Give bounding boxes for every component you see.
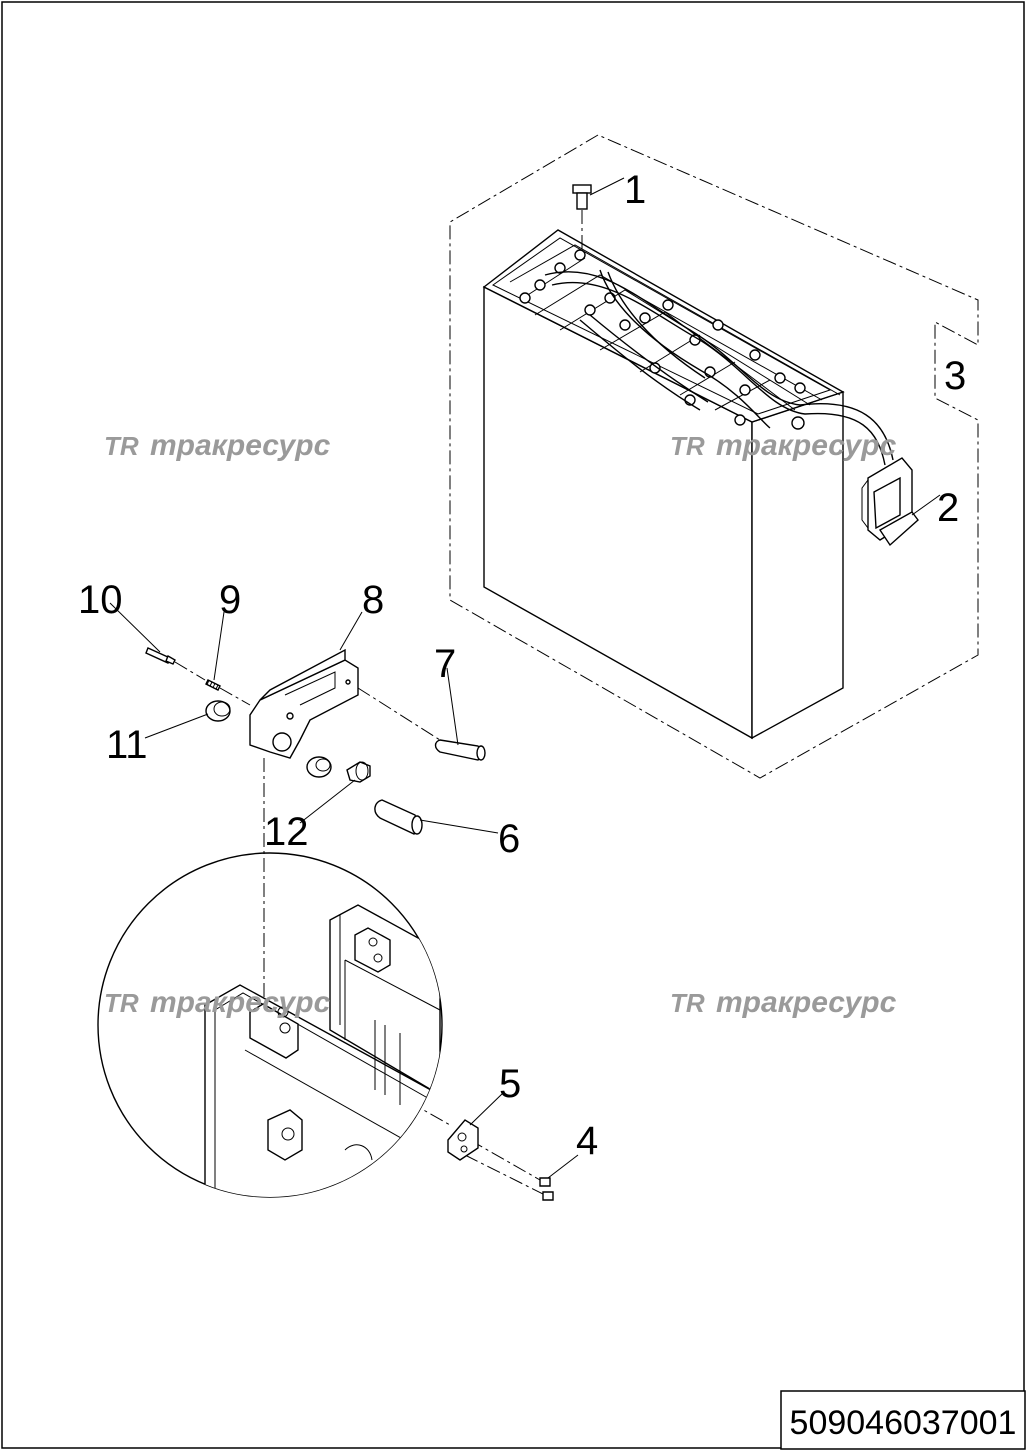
document-number: 509046037001 xyxy=(790,1404,1017,1442)
callout-7: 7 xyxy=(434,642,456,686)
battery-top xyxy=(482,229,845,423)
watermark-text: тракресурс xyxy=(150,986,331,1019)
callout-9: 9 xyxy=(219,578,241,622)
battery-connector xyxy=(861,457,919,547)
bolt-part-1 xyxy=(572,184,592,250)
callout-1: 1 xyxy=(624,168,646,212)
watermark: TR тракресурс xyxy=(670,986,897,1019)
plate-part-5 xyxy=(447,1119,479,1161)
pin-part-7 xyxy=(434,739,486,761)
spring-part-9 xyxy=(205,679,221,691)
battery-assembly xyxy=(449,134,979,779)
callout-8: 8 xyxy=(362,578,384,622)
leader-lines xyxy=(109,177,941,1179)
watermark-logo: TR xyxy=(104,988,139,1018)
detail-view xyxy=(97,852,443,1198)
callout-5: 5 xyxy=(499,1062,521,1106)
callout-12: 12 xyxy=(264,810,309,854)
bushing-part-11 xyxy=(205,700,231,722)
watermark-logo: TR xyxy=(670,431,705,461)
callout-numbers: 1 2 3 4 5 6 7 8 9 10 11 12 xyxy=(78,168,966,1163)
watermark-text: тракресурс xyxy=(716,429,897,462)
callout-10: 10 xyxy=(78,578,123,622)
pin-part-10 xyxy=(145,647,176,665)
callout-6: 6 xyxy=(498,817,520,861)
assembly-boundary xyxy=(449,134,979,779)
callout-11: 11 xyxy=(106,723,148,767)
watermarks: TR тракресурс TR тракресурс TR тракресур… xyxy=(104,429,897,1019)
screws-part-4 xyxy=(539,1177,554,1201)
callout-4: 4 xyxy=(576,1119,598,1163)
watermark-text: тракресурс xyxy=(716,986,897,1019)
callout-3: 3 xyxy=(944,354,966,398)
watermark: TR тракресурс xyxy=(670,429,897,462)
watermark: TR тракресурс xyxy=(104,986,331,1019)
watermark-logo: TR xyxy=(104,431,139,461)
hinge-parts xyxy=(145,647,546,1196)
watermark: TR тракресурс xyxy=(104,429,331,462)
bracket-part-8 xyxy=(249,648,359,759)
watermark-text: тракресурс xyxy=(150,429,331,462)
pin-part-6 xyxy=(374,799,423,835)
document-number-box: 509046037001 xyxy=(780,1390,1026,1450)
battery-cables xyxy=(544,269,894,466)
watermark-logo: TR xyxy=(670,988,705,1018)
bushing-part-12 xyxy=(306,756,371,783)
battery-side-hole xyxy=(791,416,805,430)
callout-2: 2 xyxy=(937,486,959,530)
